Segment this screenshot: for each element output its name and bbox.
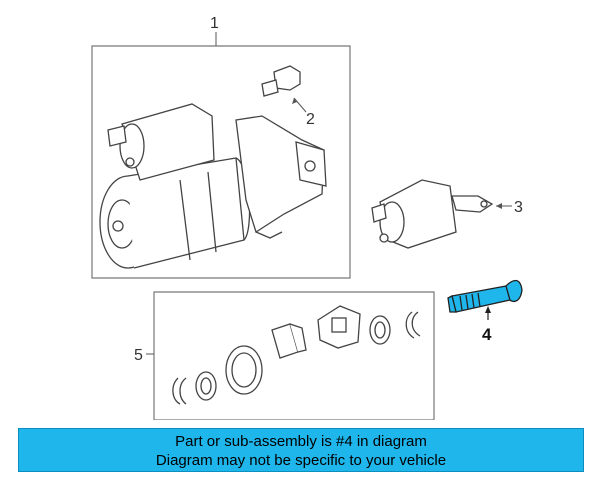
solenoid-illustration [371, 179, 494, 249]
bolt-callout-leader [293, 97, 307, 113]
part-info-banner: Part or sub-assembly is #4 in diagram Di… [18, 428, 584, 472]
callout-1[interactable]: 1 [210, 15, 219, 32]
starter-motor-illustration [99, 103, 327, 269]
highlighted-screw-group[interactable]: 4 [447, 279, 523, 345]
starter-panel-frame [91, 45, 351, 279]
bolt-illustration [261, 65, 301, 97]
callout-2[interactable]: 2 [306, 111, 315, 128]
kit-parts-illustration [172, 305, 421, 405]
bolt-group[interactable]: 2 [261, 65, 315, 128]
callout-4[interactable]: 4 [482, 325, 492, 344]
solenoid-body [121, 103, 215, 181]
banner-line-2: Diagram may not be specific to your vehi… [155, 452, 447, 469]
solenoid-group[interactable]: 3 [371, 179, 523, 249]
parts-diagram: 1 2 [91, 15, 523, 420]
banner-line-1: Part or sub-assembly is #4 in diagram [175, 433, 427, 450]
callout-3[interactable]: 3 [514, 199, 523, 216]
screw-illustration [447, 279, 523, 313]
kit-panel-frame [153, 291, 435, 420]
starter-motor-group[interactable]: 1 [91, 15, 351, 279]
callout-5[interactable]: 5 [134, 347, 143, 364]
repair-kit-group[interactable]: 5 [134, 291, 435, 420]
